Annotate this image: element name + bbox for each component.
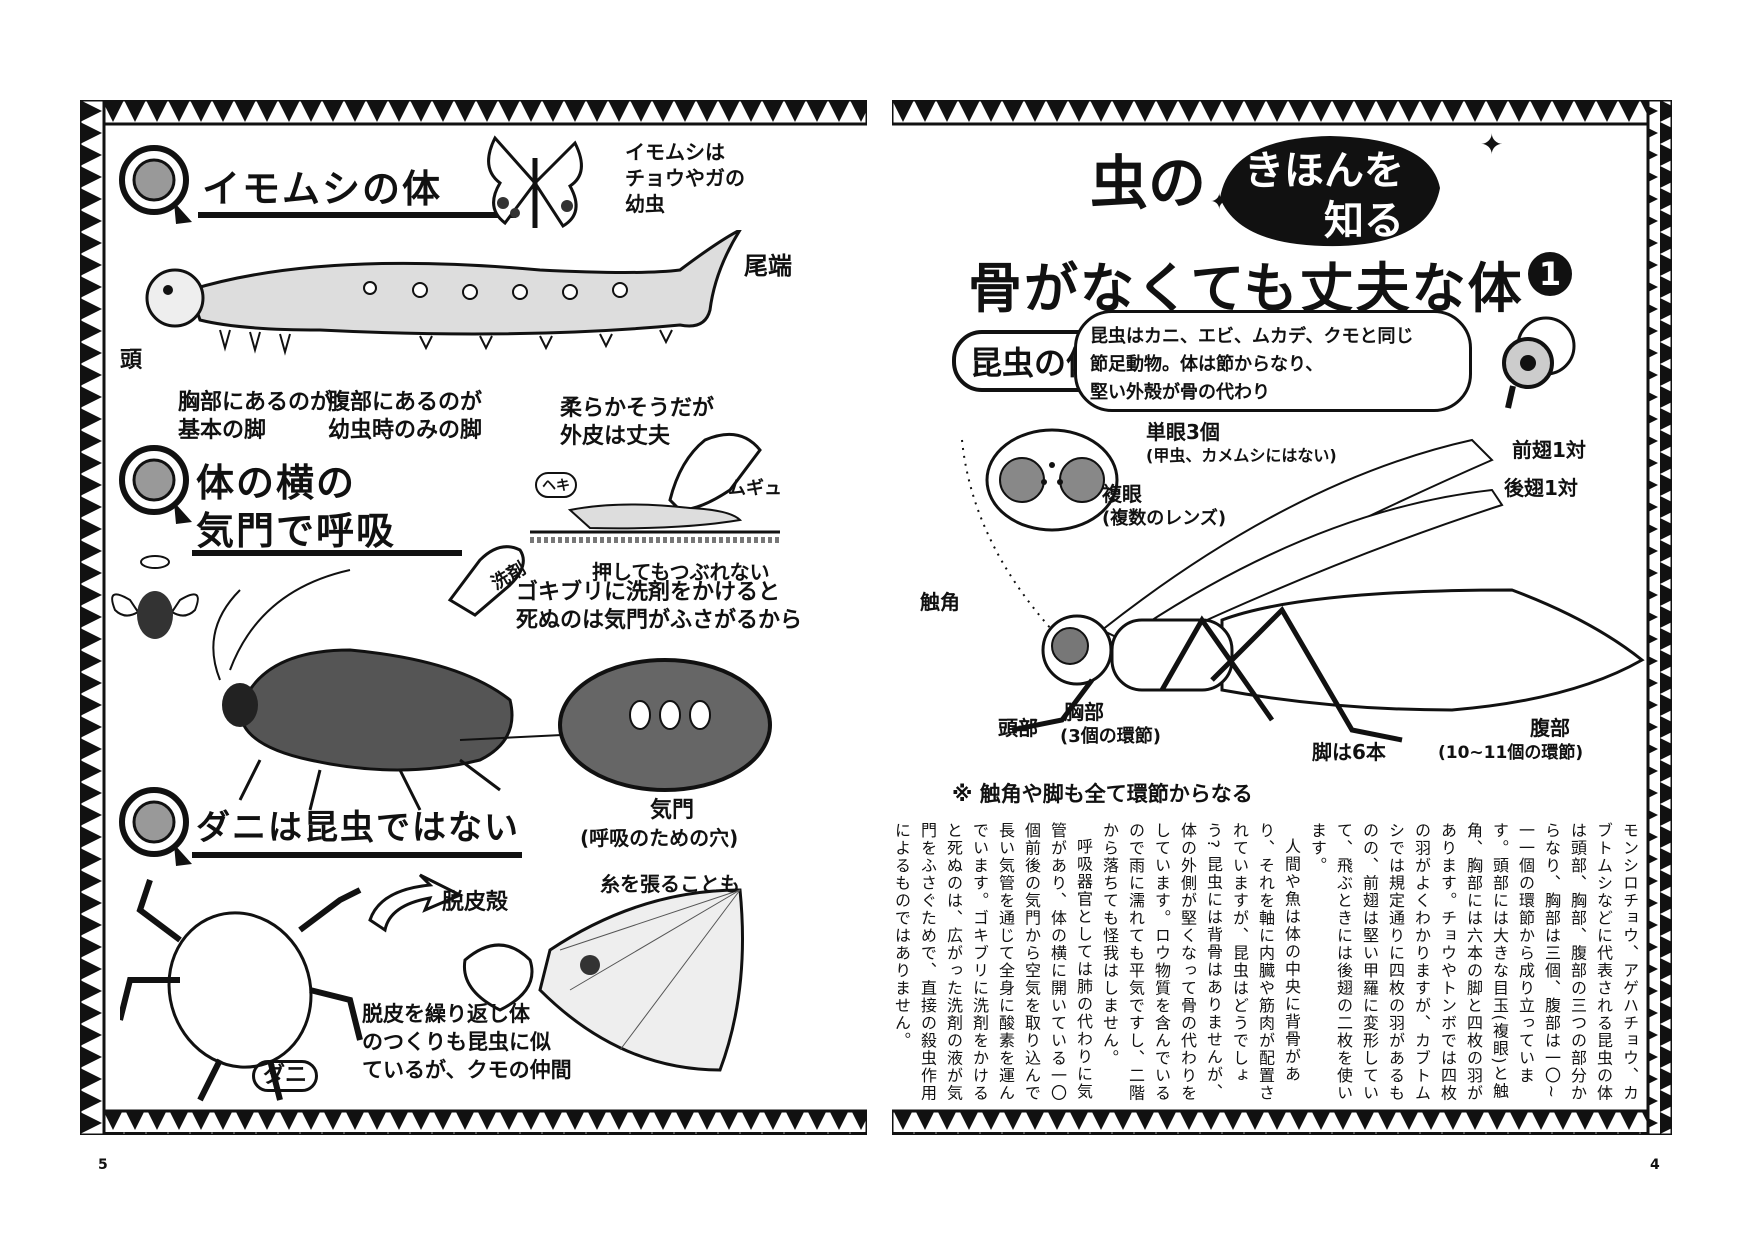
sparkle-icon: ✦ bbox=[1210, 190, 1229, 215]
series-title-badge-line2: 知る bbox=[1324, 198, 1404, 244]
sparkle-icon: ✦ bbox=[1480, 128, 1504, 161]
angel-bug-illustration bbox=[111, 555, 199, 639]
thorax-label: 胸部 bbox=[1064, 700, 1104, 724]
mite-caption-line1: 脱皮を繰り返し体 bbox=[362, 1002, 530, 1026]
speech-line1: 昆虫はカニ、エビ、ムカデ、クモと同じ bbox=[1090, 326, 1414, 347]
moth-illustration bbox=[487, 135, 583, 229]
diagram-note: ※ 触角や脚も全て環節からなる bbox=[952, 782, 1253, 806]
main-title: 骨がなくても丈夫な体 bbox=[968, 257, 1524, 320]
cockroach-caption-line1: ゴキブリに洗剤をかけると bbox=[516, 580, 781, 605]
mite-illustration bbox=[120, 873, 744, 1102]
mite-caption-line3: ているが、クモの仲間 bbox=[362, 1058, 572, 1082]
speech-bubble bbox=[1074, 310, 1472, 412]
body-paragraph-3: 呼吸器官としては肺の代わりに気管があり、体の横に開いている一〇個前後の気門から空… bbox=[892, 822, 1093, 1102]
page-number-right: 4 bbox=[1650, 1157, 1660, 1173]
skin-caption-line2: 外皮は丈夫 bbox=[560, 424, 671, 449]
section-heading-mite: ダニは昆虫ではない bbox=[196, 808, 520, 848]
compound-eye-label: 複眼 bbox=[1102, 482, 1142, 506]
compound-eye-sublabel: (複数のレンズ) bbox=[1102, 508, 1227, 529]
skin-caption-line1: 柔らかそうだが bbox=[560, 396, 715, 421]
insect-body-diagram bbox=[961, 428, 1645, 743]
tail-label: 尾端 bbox=[744, 252, 792, 280]
heading-underline bbox=[198, 212, 516, 218]
magnifier-icon bbox=[119, 145, 192, 224]
sfx-squish: ムギュ bbox=[728, 478, 782, 499]
hindwing-label: 後翅1対 bbox=[1504, 476, 1578, 500]
right-page: 虫の きほんを 知る ✦ ✦ 骨がなくても丈夫な体 1 昆虫の体 昆虫はカニ、エ… bbox=[892, 100, 1672, 1135]
moth-caption-line3: 幼虫 bbox=[625, 192, 665, 216]
mite-label: ダニ bbox=[252, 1060, 319, 1093]
speech-line2: 節足動物。体は節からなり、 bbox=[1090, 354, 1324, 375]
press-caption: 押してもつぶれない bbox=[592, 560, 770, 584]
section-heading-caterpillar: イモムシの体 bbox=[202, 167, 443, 211]
thorax-legs-line2: 基本の脚 bbox=[178, 418, 267, 443]
body-paragraph-1: モンシロチョウ、アゲハチョウ、カブトムシなどに代表される昆虫の体は頭部、胸部、腹… bbox=[1308, 822, 1639, 1102]
thorax-sublabel: (3個の環節) bbox=[1060, 726, 1161, 747]
head-label: 頭部 bbox=[998, 716, 1038, 740]
sfx-bubble: ヘキ bbox=[535, 472, 577, 498]
mite-caption-line2: のつくりも昆虫に似 bbox=[362, 1030, 551, 1054]
forewing-label: 前翅1対 bbox=[1512, 438, 1586, 462]
abdomen-legs-line1: 腹部にあるのが bbox=[328, 390, 483, 415]
magnifier-icon bbox=[119, 787, 192, 866]
web-label: 糸を張ることも bbox=[600, 872, 740, 896]
spiracle-sublabel: (呼吸のための穴) bbox=[580, 826, 739, 850]
ocelli-sublabel: (甲虫、カメムシにはない) bbox=[1146, 446, 1337, 465]
professor-with-magnifier-icon bbox=[1502, 316, 1576, 409]
cockroach-caption-line2: 死ぬのは気門がふさがるから bbox=[516, 608, 803, 633]
legs-label: 脚は6本 bbox=[1312, 740, 1386, 764]
abdomen-legs-line2: 幼虫時のみの脚 bbox=[328, 418, 483, 443]
moth-caption-line1: イモムシは bbox=[625, 140, 725, 164]
body-paragraph-2: 人間や魚は体の中央に背骨があり、それを軸に内臓や筋肉が配置されていますが、昆虫は… bbox=[1100, 822, 1301, 1102]
leaf-badge bbox=[1220, 136, 1440, 247]
page-border-right bbox=[892, 100, 1672, 1135]
head-label: 頭 bbox=[120, 348, 143, 373]
series-title-prefix: 虫の bbox=[1090, 149, 1207, 217]
cockroach-illustration bbox=[212, 545, 772, 811]
abdomen-label: 腹部 bbox=[1530, 716, 1570, 740]
page-border-left bbox=[80, 100, 867, 1135]
moth-caption-line2: チョウやガの bbox=[625, 166, 745, 190]
heading-underline bbox=[192, 852, 522, 858]
page-number-left: 5 bbox=[98, 1157, 108, 1173]
abdomen-sublabel: (10~11個の環節) bbox=[1438, 743, 1584, 763]
caterpillar-illustration bbox=[145, 230, 742, 356]
antenna-label: 触角 bbox=[920, 590, 960, 614]
finger-press-illustration bbox=[530, 432, 780, 543]
series-title-badge-line1: きほんを bbox=[1244, 148, 1404, 194]
heading-underline bbox=[192, 550, 462, 556]
body-text: モンシロチョウ、アゲハチョウ、カブトムシなどに代表される昆虫の体は頭部、胸部、腹… bbox=[892, 822, 1642, 1102]
section-heading-spiracle-line2: 気門で呼吸 bbox=[196, 509, 397, 553]
left-page: イモムシの体 イモムシは チョウやガの 幼虫 尾端 頭 胸部にあるのが 基本の脚… bbox=[80, 100, 867, 1135]
section-heading-spiracle-line1: 体の横の bbox=[196, 461, 357, 505]
ocelli-label: 単眼3個 bbox=[1146, 420, 1220, 444]
spiracle-label: 気門 bbox=[650, 798, 695, 823]
thorax-legs-line1: 胸部にあるのが bbox=[178, 390, 333, 415]
magnifier-icon bbox=[119, 445, 192, 524]
molt-label: 脱皮殻 bbox=[442, 890, 509, 915]
episode-number-badge: 1 bbox=[1528, 252, 1572, 296]
speech-line3: 堅い外殻が骨の代わり bbox=[1090, 382, 1270, 403]
